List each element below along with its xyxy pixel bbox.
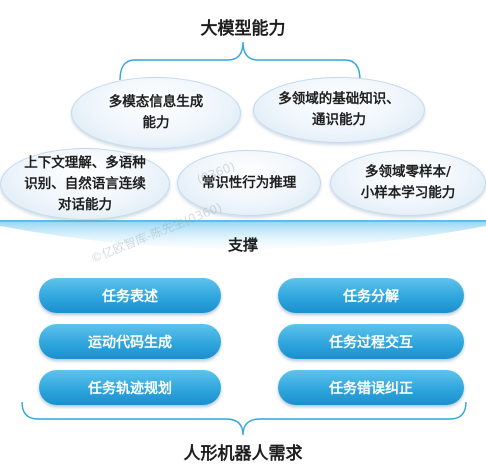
capability-label: 上下文理解、多语种 识别、自然语言连续 对话能力 bbox=[24, 154, 146, 213]
task-decomposition: 任务分解 bbox=[278, 278, 464, 313]
capability-commonsense-reasoning: 常识性行为推理 bbox=[177, 150, 321, 216]
task-process-interaction: 任务过程交互 bbox=[278, 324, 464, 359]
support-label: 支撑 bbox=[227, 236, 258, 254]
top-bracket bbox=[119, 41, 361, 81]
task-motion-code-generation: 运动代码生成 bbox=[39, 324, 221, 359]
capability-multimodal-generation: 多模态信息生成 能力 bbox=[71, 77, 241, 149]
capability-label: 多模态信息生成 能力 bbox=[108, 94, 204, 131]
bottom-title: 人形机器人需求 bbox=[183, 444, 303, 464]
capability-label: 多领域的基础知识、 通识能力 bbox=[278, 91, 400, 128]
capability-general-knowledge: 多领域的基础知识、 通识能力 bbox=[253, 77, 425, 143]
task-description: 任务表述 bbox=[39, 278, 221, 313]
capability-label: 多领域零样本/ 小样本学习能力 bbox=[360, 164, 456, 201]
bottom-bracket bbox=[21, 401, 467, 436]
support-band bbox=[0, 222, 486, 249]
capability-language-dialogue: 上下文理解、多语种 识别、自然语言连续 对话能力 bbox=[0, 148, 170, 220]
capability-label: 常识性行为推理 bbox=[201, 174, 297, 191]
diagram-title: 大模型能力 bbox=[200, 19, 286, 39]
task-error-correction: 任务错误纠正 bbox=[278, 370, 464, 405]
capability-few-shot-learning: 多领域零样本/ 小样本学习能力 bbox=[330, 150, 486, 216]
task-trajectory-planning: 任务轨迹规划 bbox=[39, 370, 221, 405]
